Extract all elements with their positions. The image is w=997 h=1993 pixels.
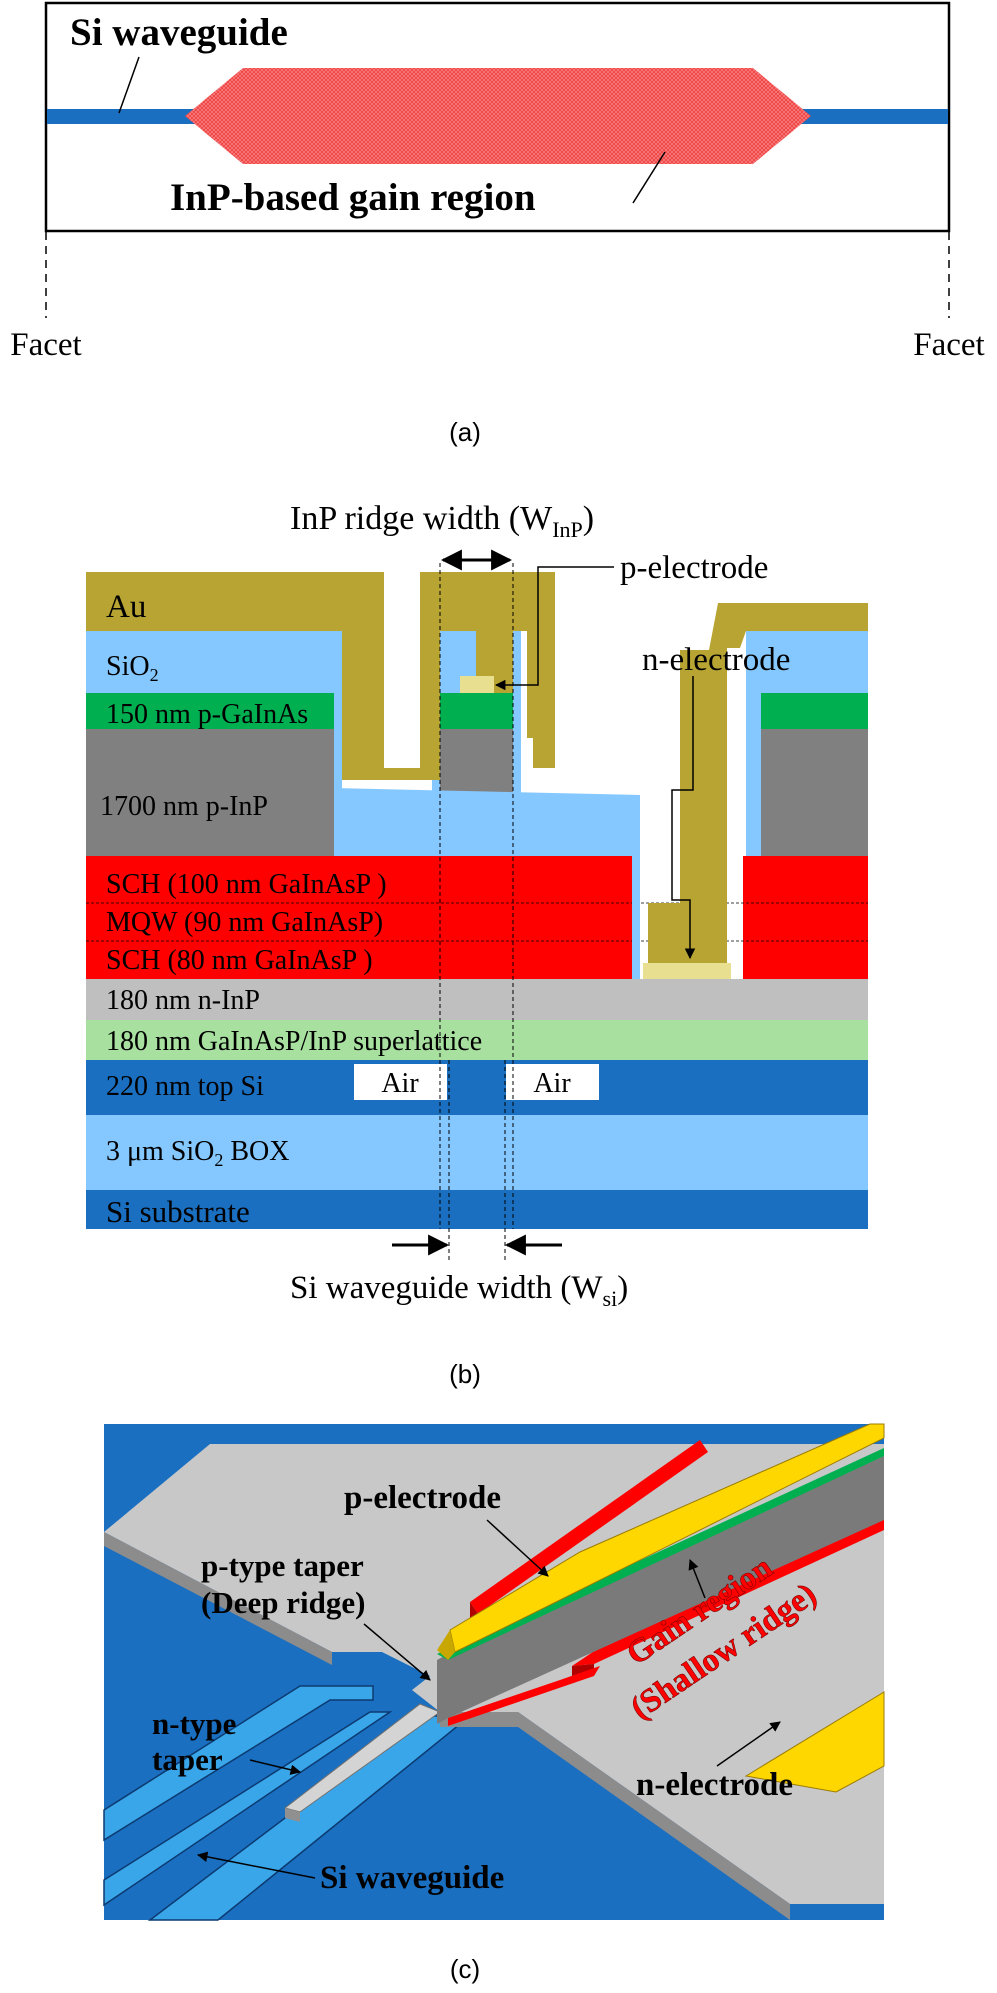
sio2-left-shoulder — [86, 631, 342, 856]
p-electrode-label: p-electrode — [344, 1480, 501, 1516]
p-electrode-front — [437, 1630, 455, 1660]
p-gainas-left — [86, 693, 334, 729]
si-substrate-label: Si substrate — [106, 1194, 250, 1229]
deep-ridge-top-green — [437, 1448, 884, 1660]
air-left-label: Air — [381, 1068, 419, 1099]
si-waveguide-label: Si waveguide — [70, 11, 288, 54]
au-p-electrode — [86, 572, 555, 780]
sio2-ridge-right-wall — [513, 631, 521, 856]
n-electrode-pad — [744, 1691, 885, 1793]
panel-c: p-electrode p-type taper (Deep ridge) Ga… — [103, 1423, 885, 1984]
si-width-label: Si waveguide width (Wsi) — [290, 1270, 628, 1311]
n-electrode-leader — [716, 1721, 781, 1767]
si-substrate-layer — [86, 1190, 868, 1229]
box-layer — [86, 1115, 868, 1190]
caption-c: (c) — [450, 1954, 480, 1984]
sio2-trench-fill — [334, 788, 640, 979]
n-contact-pad — [643, 963, 731, 979]
n-taper-label-1: n-type — [152, 1706, 236, 1741]
p-electrode-leader — [494, 566, 614, 691]
p-gainas-label: 150 nm p-GaInAs — [106, 699, 308, 730]
p-contact-pad — [460, 676, 494, 693]
active-region-right — [743, 856, 868, 979]
p-gainas-ridge — [440, 693, 513, 729]
p-electrode-pad — [449, 1423, 885, 1653]
gain-region-label: InP-based gain region — [170, 176, 536, 219]
facet-right-label: Facet — [913, 327, 984, 363]
active-region-left — [86, 856, 632, 979]
p-electrode-taper-red — [448, 1666, 600, 1726]
inp-platform-edge-left — [104, 1532, 332, 1665]
p-inp-right — [761, 729, 868, 856]
gain-region-leader — [688, 1559, 706, 1599]
caption-b: (b) — [449, 1359, 481, 1389]
p-taper-leader — [363, 1623, 431, 1681]
ridge-width-label: InP ridge width (WInP) — [290, 500, 594, 542]
top-si-label: 220 nm top Si — [106, 1071, 264, 1102]
gain-region-taper — [185, 68, 811, 164]
n-type-taper-side — [285, 1808, 300, 1822]
si-waveguide-label: Si waveguide — [320, 1860, 504, 1896]
n-electrode-label: n-electrode — [642, 642, 790, 678]
air-gap-right — [506, 1064, 599, 1100]
sch-top-label: SCH (100 nm GaInAsP ) — [106, 869, 387, 900]
panel-a: Si waveguide InP-based gain region Facet… — [10, 1, 985, 447]
p-taper-label-2: (Deep ridge) — [201, 1585, 365, 1620]
si-waveguide-leader — [196, 1851, 316, 1879]
au-label: Au — [106, 589, 146, 625]
mqw-label: MQW (90 nm GaInAsP) — [106, 907, 383, 938]
n-electrode-label: n-electrode — [636, 1767, 793, 1803]
n-inp-layer — [86, 979, 868, 1020]
p-inp-left — [86, 729, 334, 856]
sio2-right-shoulder — [746, 631, 868, 856]
sio2-label: SiO2 — [106, 651, 159, 685]
superlattice-label: 180 nm GaInAsP/InP superlattice — [106, 1026, 482, 1057]
p-electrode-label: p-electrode — [620, 550, 768, 586]
gain-ridge-left — [470, 1440, 708, 1614]
n-taper-label-2: taper — [152, 1742, 223, 1777]
panel-b: InP ridge width (WInP) p-electrode n-ele… — [86, 500, 868, 1389]
air-right-label: Air — [533, 1068, 571, 1099]
n-inp-label: 180 nm n-InP — [106, 985, 260, 1016]
deep-ridge-side — [437, 1456, 884, 1724]
top-si-layer — [86, 1060, 868, 1115]
p-electrode-leader — [486, 1519, 549, 1577]
box-label: 3 μm SiO2 BOX — [106, 1136, 290, 1170]
superlattice-layer — [86, 1020, 868, 1060]
p-taper-label-1: p-type taper — [201, 1548, 364, 1583]
p-inp-label: 1700 nm p-InP — [100, 791, 268, 822]
caption-a: (a) — [449, 417, 481, 447]
si-waveguide-strip-outer — [103, 1685, 374, 1842]
n-electrode-leader — [671, 676, 696, 960]
air-gap-left — [354, 1064, 447, 1100]
si-waveguide-leader — [118, 56, 140, 114]
p-gainas-right — [761, 693, 868, 729]
facet-left-label: Facet — [10, 327, 81, 363]
sch-bottom-label: SCH (80 nm GaInAsP ) — [106, 945, 373, 976]
gain-region-leader — [632, 151, 666, 204]
n-taper-leader — [249, 1759, 302, 1775]
au-n-electrode — [648, 603, 868, 963]
